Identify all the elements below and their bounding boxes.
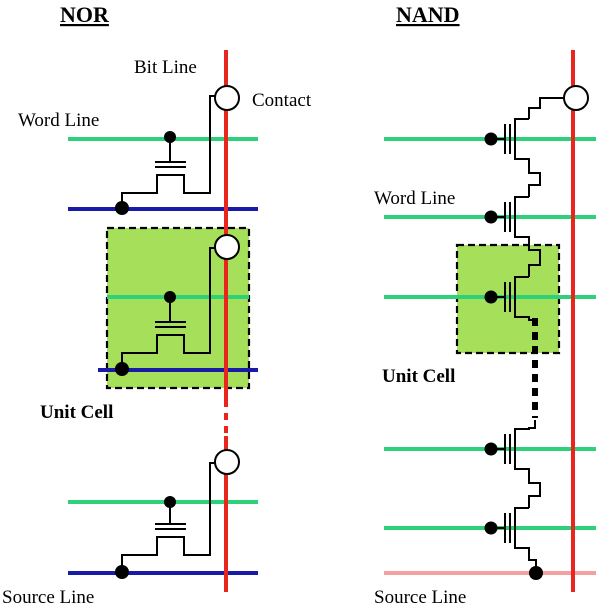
nor-transistor-3 — [121, 462, 219, 571]
nor-transistor-2 — [121, 247, 219, 368]
nor-source-dot-3 — [115, 565, 129, 579]
nand-unit-cell-label: Unit Cell — [382, 366, 455, 387]
nand-transistor-5 — [490, 507, 537, 571]
nor-title: NOR — [60, 2, 110, 27]
nand-word-line-label: Word Line — [374, 188, 455, 209]
nor-word-line-label: Word Line — [18, 110, 99, 131]
nand-gate-dot-5 — [484, 521, 498, 535]
nor-source-line-label: Source Line — [2, 587, 94, 608]
nor-gate-dot-3 — [164, 496, 176, 508]
nor-unit-cell-label: Unit Cell — [40, 402, 113, 423]
nand-source-line-label: Source Line — [374, 587, 466, 608]
nand-gate-dot-4 — [484, 442, 498, 456]
nor-source-dot-1 — [115, 201, 129, 215]
nor-contact-2 — [214, 234, 240, 260]
nand-title: NAND — [396, 2, 460, 27]
nor-contact-label: Contact — [252, 90, 312, 111]
nand-gate-dot-2 — [484, 210, 498, 224]
nor-gate-dot-2 — [164, 291, 176, 303]
nor-contact-3 — [214, 449, 240, 475]
nand-gate-dot-1 — [484, 132, 498, 146]
nor-gate-dot-1 — [164, 131, 176, 143]
nand-contact — [563, 85, 589, 111]
nor-bit-line-label: Bit Line — [134, 57, 197, 78]
nor-transistor-1 — [121, 95, 219, 207]
nor-diagram: NOR Bit Line Contact Word Line Unit Cell… — [2, 2, 312, 608]
nand-transistor-2 — [490, 196, 541, 277]
nand-source-dot — [529, 566, 543, 580]
nand-transistor-1 — [490, 118, 541, 197]
nor-source-dot-2 — [115, 362, 129, 376]
nor-contact-1 — [214, 85, 240, 111]
nand-top-wire — [528, 97, 564, 119]
nand-diagram: NAND Word Line Unit Cell Source Line — [374, 2, 596, 608]
nand-gate-dot-3 — [484, 290, 498, 304]
nand-transistor-4 — [490, 420, 541, 508]
